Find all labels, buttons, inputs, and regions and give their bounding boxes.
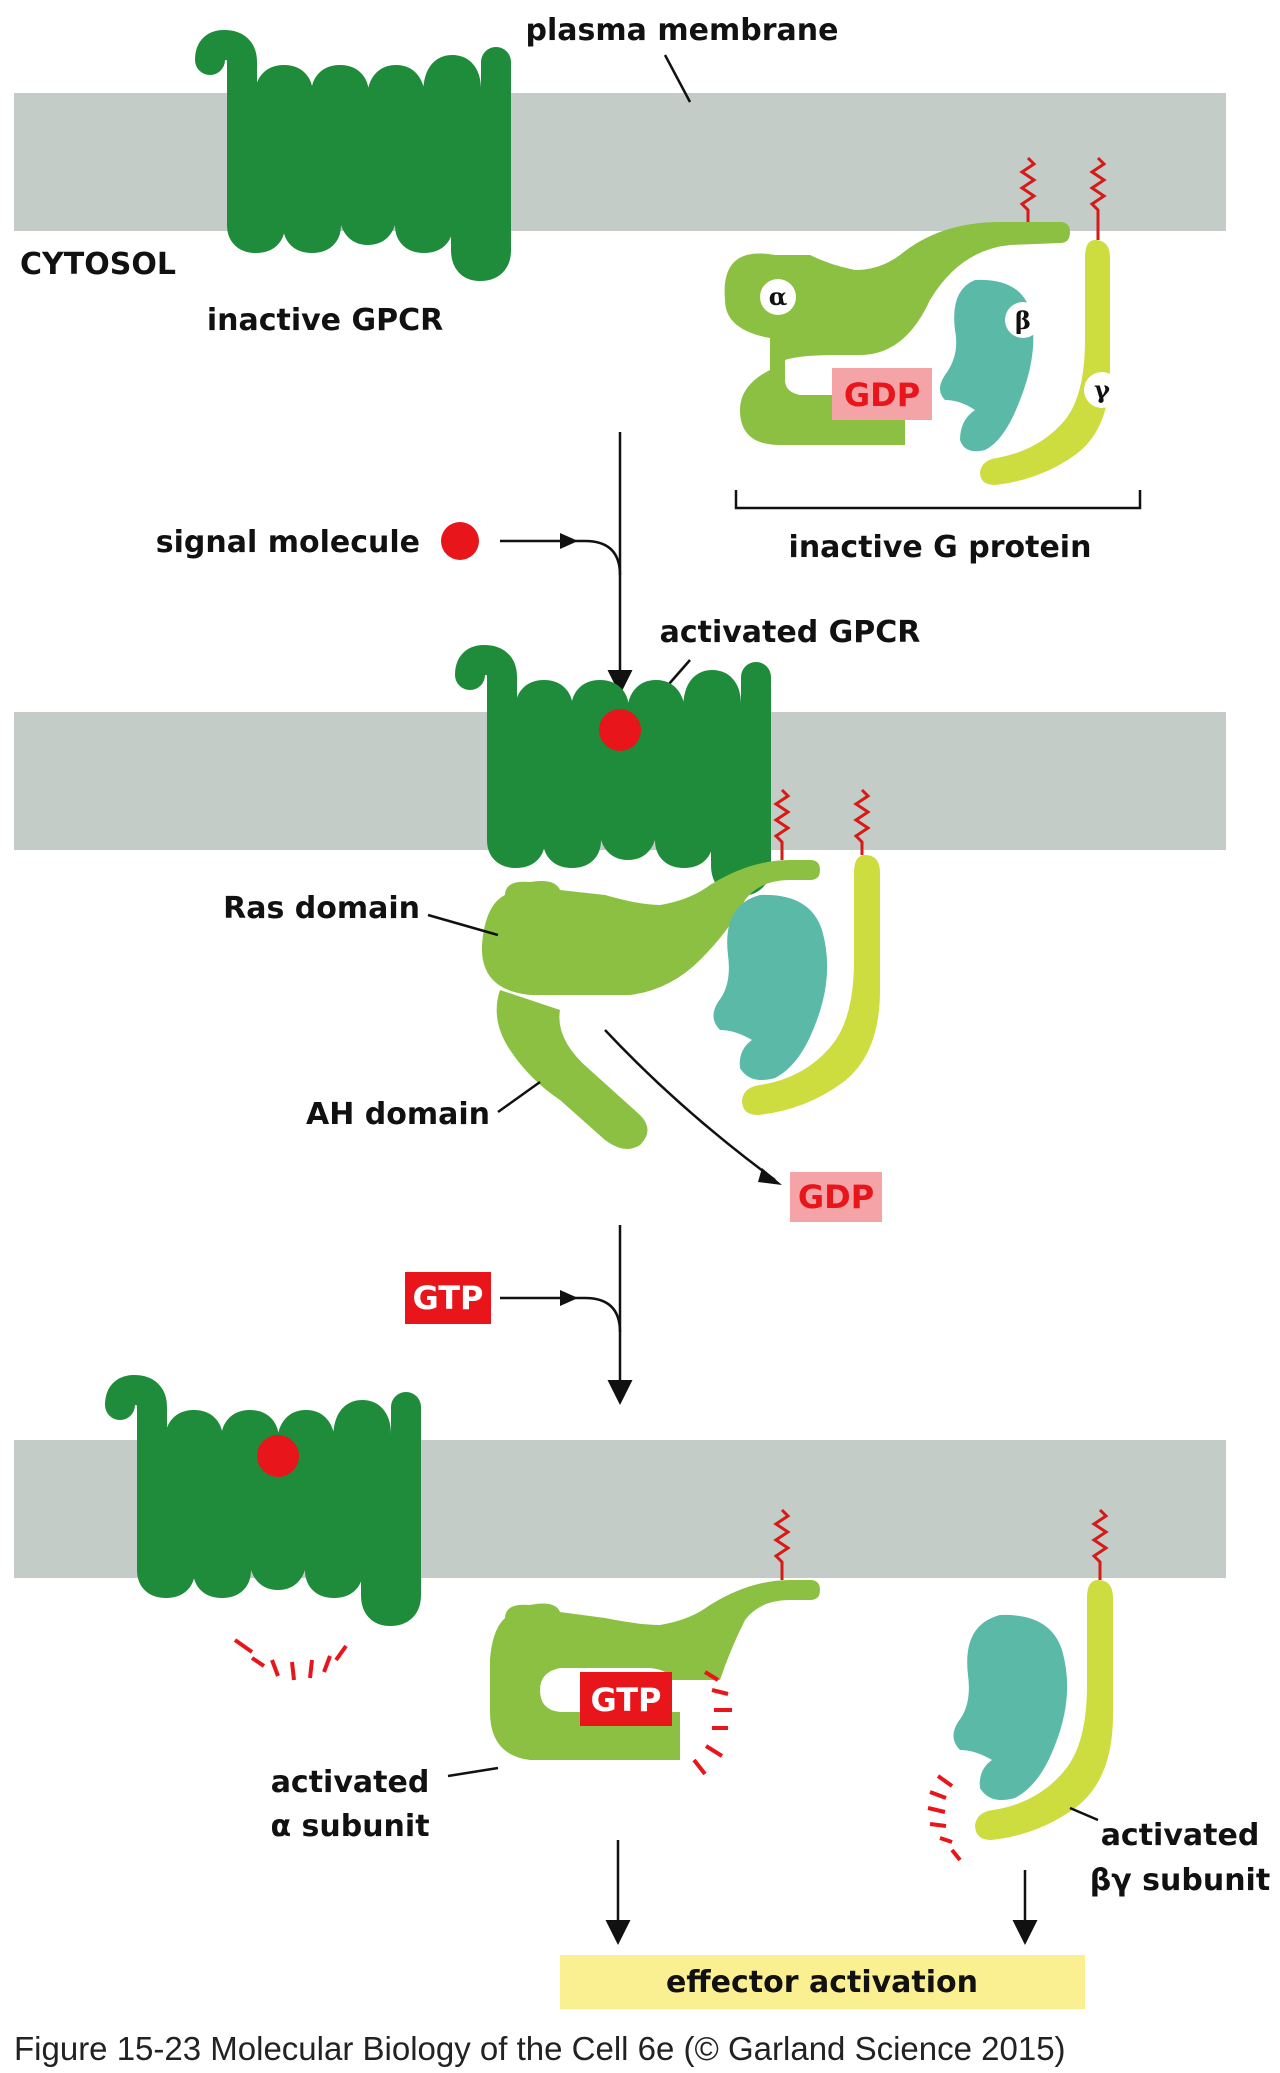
effector-activation-label: effector activation [666,1965,978,2000]
gtp-text-incoming: GTP [413,1279,484,1317]
plasma-membrane-pointer [663,54,692,103]
plasma-membrane-label: plasma membrane [526,13,839,48]
bound-signal-molecule [599,709,641,751]
beta-label-circle [1005,302,1041,338]
beta-gamma-activity-burst [927,1774,962,1862]
activated-alpha-subunit: GTP [490,1508,820,1760]
activated-alpha-pointer [447,1766,499,1778]
alpha-ah-domain-shape [496,990,648,1149]
inactive-gpcr-label: inactive GPCR [207,303,443,338]
activated-bg-pointer [1069,1806,1099,1822]
gamma-label-circle [1084,372,1120,408]
figure-caption: Figure 15-23 Molecular Biology of the Ce… [14,2030,1066,2067]
membrane-top [14,93,1226,231]
beta-label: β [1015,306,1031,335]
activated-beta-gamma-subunit [953,1508,1113,1840]
released-gpcr-shape [120,1390,406,1611]
gdp-box-inactive [832,368,932,420]
lipid-anchor-alpha [1019,156,1037,222]
gtp-box-bound [580,1672,672,1726]
inactive-g-protein: α β γ GDP [724,156,1120,485]
alpha-label-circle [760,279,796,315]
g-protein-panel2 [481,788,880,1149]
signal-molecule-label: signal molecule [156,525,420,560]
alpha-ras-domain-shape [481,860,820,995]
gdp-text-inactive: GDP [844,376,920,414]
signal-arrowhead [560,533,578,549]
signal-molecule-dot [441,522,479,560]
beta-subunit-panel3 [953,1614,1068,1801]
alpha-label: α [769,282,787,311]
bound-signal-molecule-panel3 [257,1435,299,1477]
activated-alpha-label-line1: activated [271,1765,430,1800]
gamma-subunit-shape [980,240,1110,485]
gtp-arrowhead [560,1290,578,1306]
activated-gpcr-label: activated GPCR [660,615,921,650]
gtp-box-incoming [405,1272,491,1324]
ah-domain-pointer [497,1080,541,1114]
activated-bg-label-line2: βγ subunit [1090,1863,1270,1898]
activated-alpha-shape [490,1580,820,1760]
ras-domain-pointer [427,913,499,937]
gpcr-activity-burst [233,1638,348,1681]
inactive-g-protein-label: inactive G protein [789,530,1092,565]
gdp-release-arrow [604,1029,776,1182]
activated-alpha-label-line2: α subunit [270,1809,429,1844]
lipid-anchor-gamma [1089,156,1107,240]
lipid-anchor-activated-gamma [1091,1508,1109,1580]
beta-subunit-panel2 [713,894,828,1081]
alpha-subunit-shape [724,222,1070,445]
gdp-release-arrowhead [758,1168,782,1185]
lipid-anchor-activated-alpha [773,1508,791,1580]
effector-activation-box [560,1955,1085,2009]
activated-bg-label-line1: activated [1101,1818,1260,1853]
gamma-subunit-panel2 [742,855,880,1115]
lipid-anchor-alpha-panel2 [773,788,791,860]
alpha-activity-burst [692,1670,732,1776]
gtp-text-bound: GTP [591,1681,662,1719]
gamma-subunit-panel3 [975,1580,1113,1840]
lipid-anchor-gamma-panel2 [853,788,871,855]
cytosol-label: CYTOSOL [20,247,176,282]
gdp-text-released: GDP [798,1178,874,1216]
gdp-box-released [790,1172,882,1222]
inactive-gpcr-shape [210,45,496,266]
ah-domain-label: AH domain [306,1097,490,1132]
inactive-g-protein-bracket [734,490,1142,510]
activated-gpcr-shape [470,660,756,881]
gamma-label: γ [1094,375,1110,404]
ras-domain-label: Ras domain [223,891,420,926]
